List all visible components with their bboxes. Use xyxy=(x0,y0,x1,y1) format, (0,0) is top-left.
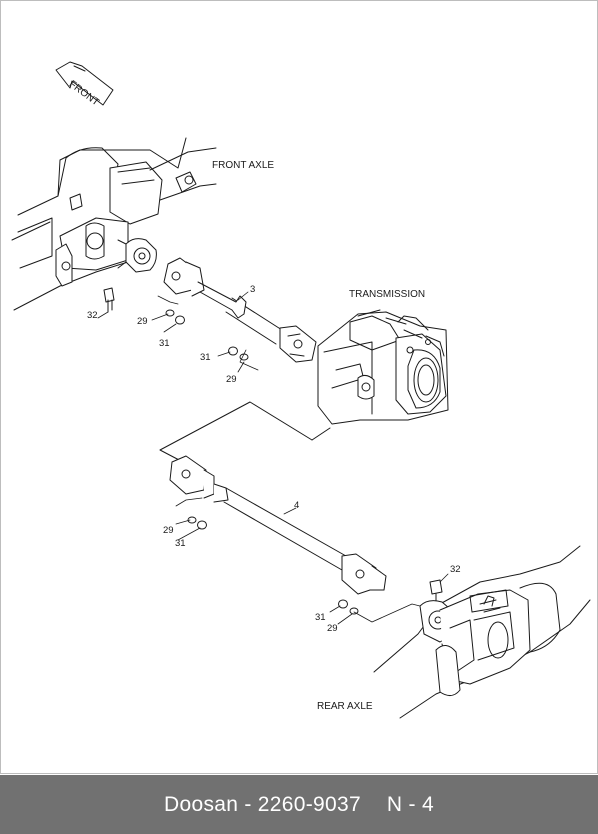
front-arrow-icon xyxy=(55,61,114,106)
front-fasteners xyxy=(165,309,249,361)
rear-fasteners xyxy=(187,516,359,615)
footer-page-reference: N - 4 xyxy=(386,792,434,816)
callout-nut-front-a: 31 xyxy=(159,338,170,349)
callout-washer-rear-b: 29 xyxy=(327,623,338,634)
rear-bolt xyxy=(429,579,443,607)
callout-nut-front-b: 31 xyxy=(200,352,211,363)
exploded-driveline-diagram: FRONT FRONT AXLE TRANSMISSION REAR AXLE … xyxy=(11,61,591,719)
footer-part-number: Doosan - 2260-9037 xyxy=(164,792,361,816)
callout-shaft-rear: 4 xyxy=(294,500,299,511)
transmission-label: TRANSMISSION xyxy=(349,289,425,300)
callout-nut-rear-b: 31 xyxy=(315,612,326,623)
callout-shaft-front: 3 xyxy=(250,284,255,295)
rear-axle-drawing xyxy=(373,545,591,719)
front-bolt xyxy=(103,287,115,313)
rear-axle-label: REAR AXLE xyxy=(317,701,373,712)
callout-bolt-rear: 32 xyxy=(450,564,461,575)
callout-washer-front-b: 29 xyxy=(226,374,237,385)
callout-washer-rear-a: 29 xyxy=(163,525,174,536)
transmission-drawing xyxy=(317,309,449,425)
front-axle-drawing xyxy=(11,137,217,311)
rear-propeller-shaft xyxy=(169,455,387,595)
leader-lines xyxy=(97,291,449,625)
callout-nut-rear-a: 31 xyxy=(175,538,186,549)
front-propeller-shaft xyxy=(163,257,317,363)
callout-bolt-front: 32 xyxy=(87,310,98,321)
callout-washer-front-a: 29 xyxy=(137,316,148,327)
front-axle-label: FRONT AXLE xyxy=(212,160,274,171)
footer-bar: Doosan - 2260-9037 N - 4 xyxy=(0,775,598,834)
